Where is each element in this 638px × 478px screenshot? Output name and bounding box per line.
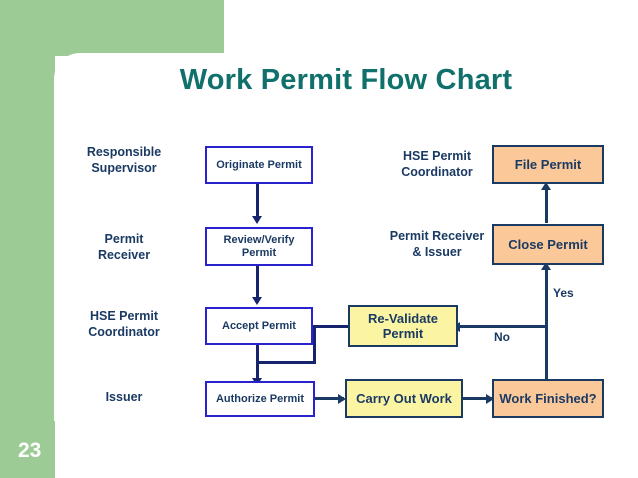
role-label-permit-receiver-issuer: Permit Receiver & Issuer [389, 229, 485, 259]
connector-revalidate-return-horizontal [256, 361, 316, 364]
arrow-originate-to-review [252, 216, 262, 224]
connector-revalidate-return-vertical [313, 325, 316, 363]
connector-accept-to-authorize [256, 344, 259, 384]
connector-close-to-file [545, 185, 548, 223]
flow-node-accept-permit[interactable]: Accept Permit [205, 307, 313, 345]
arrow-finished-to-close [541, 262, 551, 270]
flow-node-review-verify-permit[interactable]: Review/Verify Permit [205, 227, 313, 266]
role-label-responsible-supervisor: Responsible Supervisor [86, 145, 162, 175]
role-label-hse-permit-coordinator: HSE Permit Coordinator [88, 309, 160, 339]
flow-node-work-finished[interactable]: Work Finished? [492, 379, 604, 418]
edge-label-no: No [494, 330, 510, 344]
flow-node-originate-permit[interactable]: Originate Permit [205, 146, 313, 184]
connector-authorize-to-carryout [314, 397, 344, 400]
page-title: Work Permit Flow Chart [179, 64, 513, 96]
arrow-authorize-to-carryout [338, 394, 346, 404]
arrow-close-to-file [541, 182, 551, 190]
edge-label-yes: Yes [553, 286, 574, 300]
role-label-issuer: Issuer [105, 390, 143, 404]
role-label-hse-permit-coordinator-right: HSE Permit Coordinator [401, 149, 473, 179]
role-label-permit-receiver: Permit Receiver [97, 232, 151, 262]
connector-originate-to-review [256, 183, 259, 219]
flow-node-re-validate-permit[interactable]: Re-Validate Permit [348, 305, 458, 347]
flow-node-close-permit[interactable]: Close Permit [492, 224, 604, 265]
flow-node-file-permit[interactable]: File Permit [492, 145, 604, 184]
arrow-review-to-accept [252, 297, 262, 305]
connector-carryout-to-finished [462, 397, 492, 400]
page-number: 23 [18, 439, 42, 462]
flow-node-authorize-permit[interactable]: Authorize Permit [205, 381, 315, 417]
green-left-strip [0, 0, 55, 478]
arrow-carryout-to-finished [486, 394, 494, 404]
connector-accept-to-revalidate [312, 325, 350, 328]
connector-finished-to-close [545, 265, 548, 382]
connector-review-to-accept [256, 265, 259, 301]
flow-node-carry-out-work[interactable]: Carry Out Work [345, 379, 463, 418]
connector-no-branch-to-revalidate [457, 325, 547, 328]
